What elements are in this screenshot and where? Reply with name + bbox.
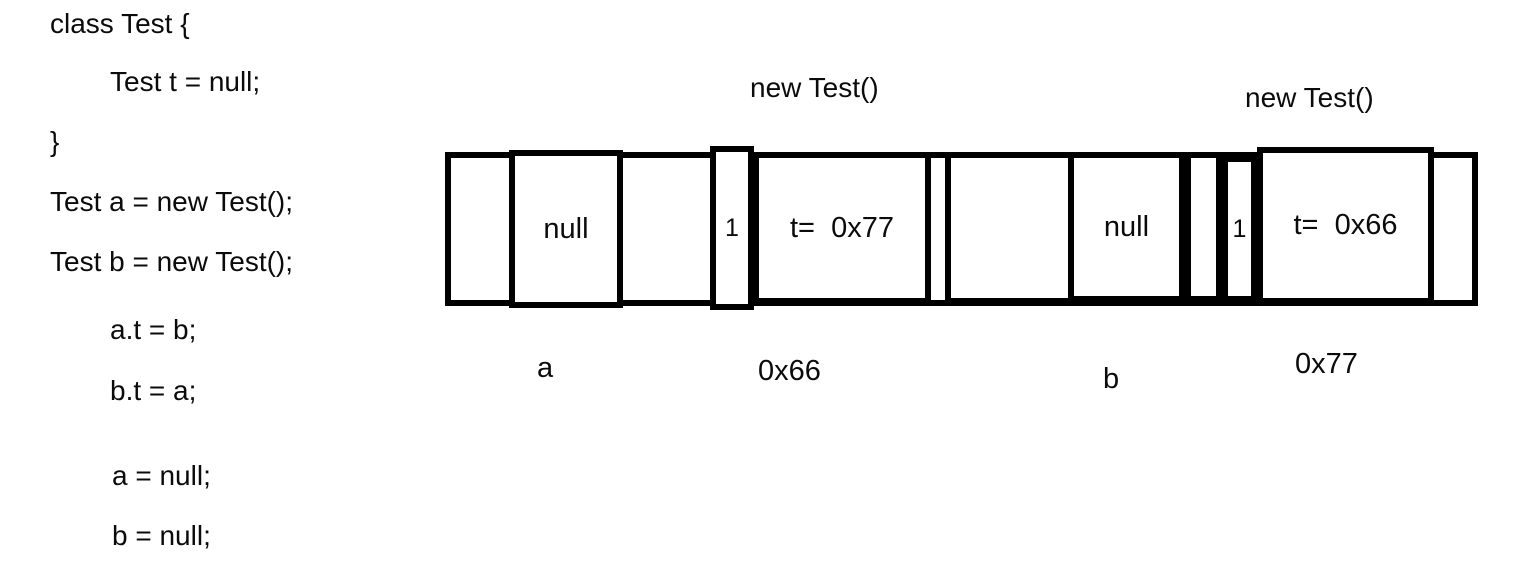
var-b-value: null [1103,210,1150,243]
refcount-a-value: 1 [725,213,739,242]
refcount-b-cell: 1 [1222,156,1257,302]
object-0x77-value: t= 0x66 [1293,209,1398,241]
code-line-b-null: b = null; [112,520,211,551]
var-b-label: b [1103,363,1120,395]
new-test-caption-1: new Test() [750,72,879,103]
address-0x77-label: 0x77 [1295,348,1358,380]
var-b-cell: null [1068,152,1185,302]
empty-cell-middle [945,152,1078,304]
code-line-bt-assign: b.t = a; [110,375,197,406]
var-a-value: null [543,212,589,245]
empty-cell-narrow [1185,152,1222,302]
address-0x66-label: 0x66 [758,355,821,387]
refcount-a-cell: 1 [710,146,754,310]
code-line-class-decl: class Test { [50,8,190,39]
code-line-new-a: Test a = new Test(); [50,186,294,217]
new-test-caption-2: new Test() [1245,82,1374,113]
code-line-new-b: Test b = new Test(); [50,246,294,277]
code-line-at-assign: a.t = b; [110,314,197,345]
refcount-b-value: 1 [1232,214,1247,243]
object-0x77-cell: t= 0x66 [1257,147,1434,304]
code-line-field-decl: Test t = null; [110,66,261,97]
object-0x66-value: t= 0x77 [790,211,894,244]
object-0x66-cell: t= 0x77 [753,152,931,304]
var-a-label: a [537,352,554,384]
code-line-close-brace: } [50,126,60,157]
var-a-cell: null [509,150,623,308]
code-line-a-null: a = null; [112,460,211,491]
